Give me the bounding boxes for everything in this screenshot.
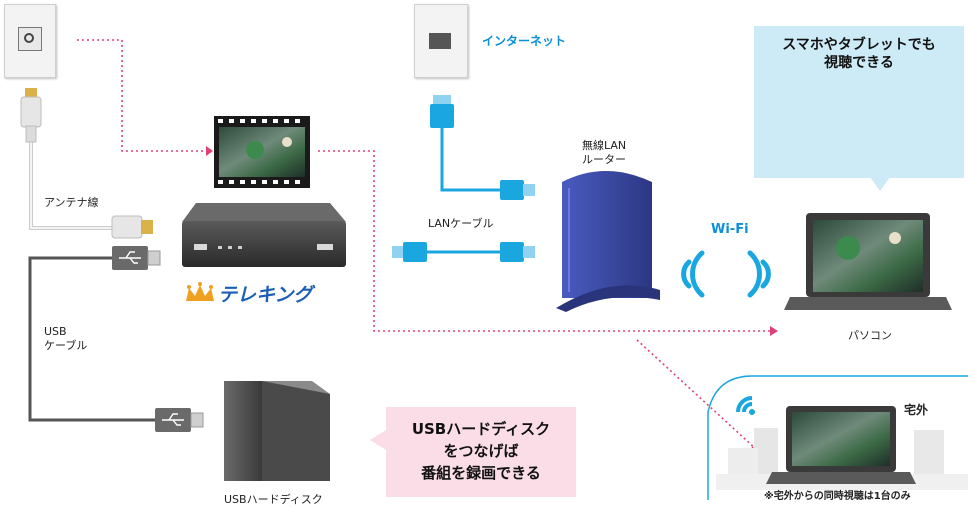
mobile-callout-line2: 視聴できる (824, 55, 894, 71)
wireless-router (556, 171, 660, 312)
pc-label: パソコン (848, 329, 892, 342)
lan-wall-socket (414, 4, 468, 78)
usb-hard-disk (224, 381, 330, 481)
mobile-callout: スマホやタブレットでも 視聴できる (754, 26, 964, 178)
arrow-to-pc-icon (770, 326, 778, 336)
hdd-callout-line3: 番組を録画できる (421, 464, 541, 482)
antenna-cable-label: アンテナ線 (44, 196, 99, 209)
outside-scene (707, 375, 968, 500)
usb-cable (28, 246, 204, 432)
tv-antenna-socket (4, 4, 56, 78)
router-label-1: 無線LAN (582, 139, 627, 152)
antenna-cable (20, 88, 153, 239)
usb-cable-label-2: ケーブル (44, 339, 88, 352)
usb-cable-label-1: USB (44, 325, 67, 338)
hdd-callout-line1: USBハードディスク (411, 420, 551, 438)
mobile-callout-pointer (870, 177, 890, 191)
antenna-socket-icon (18, 27, 42, 51)
internet-label: インターネット (482, 34, 567, 48)
brand-logo: テレキング (218, 284, 313, 306)
lan-cables (392, 95, 535, 262)
laptop-pc (784, 213, 952, 310)
usb-hdd-label: USBハードディスク (224, 493, 323, 506)
wifi-label: Wi-Fi (711, 222, 749, 237)
router-label-2: ルーター (582, 153, 626, 166)
hdd-callout-line2: をつなげば (443, 442, 519, 460)
video-film-strip (214, 116, 310, 188)
lan-cable-label: LANケーブル (428, 217, 494, 230)
lan-socket-icon (429, 33, 451, 49)
dotted-signal-lines (77, 39, 770, 451)
usb-symbol-icon (119, 251, 184, 426)
hdd-callout-pointer (370, 430, 386, 450)
crown-icon (186, 282, 214, 301)
mobile-callout-line1: スマホやタブレットでも (782, 37, 936, 53)
wifi-waves-icon (681, 250, 771, 298)
arrow-to-film-icon (206, 146, 213, 156)
outside-note: ※宅外からの同時視聴は1台のみ (764, 491, 911, 502)
tv-tuner-box (182, 203, 346, 267)
outside-label: 宅外 (904, 403, 929, 417)
hdd-callout: USBハードディスク をつなげば 番組を録画できる (386, 407, 576, 497)
